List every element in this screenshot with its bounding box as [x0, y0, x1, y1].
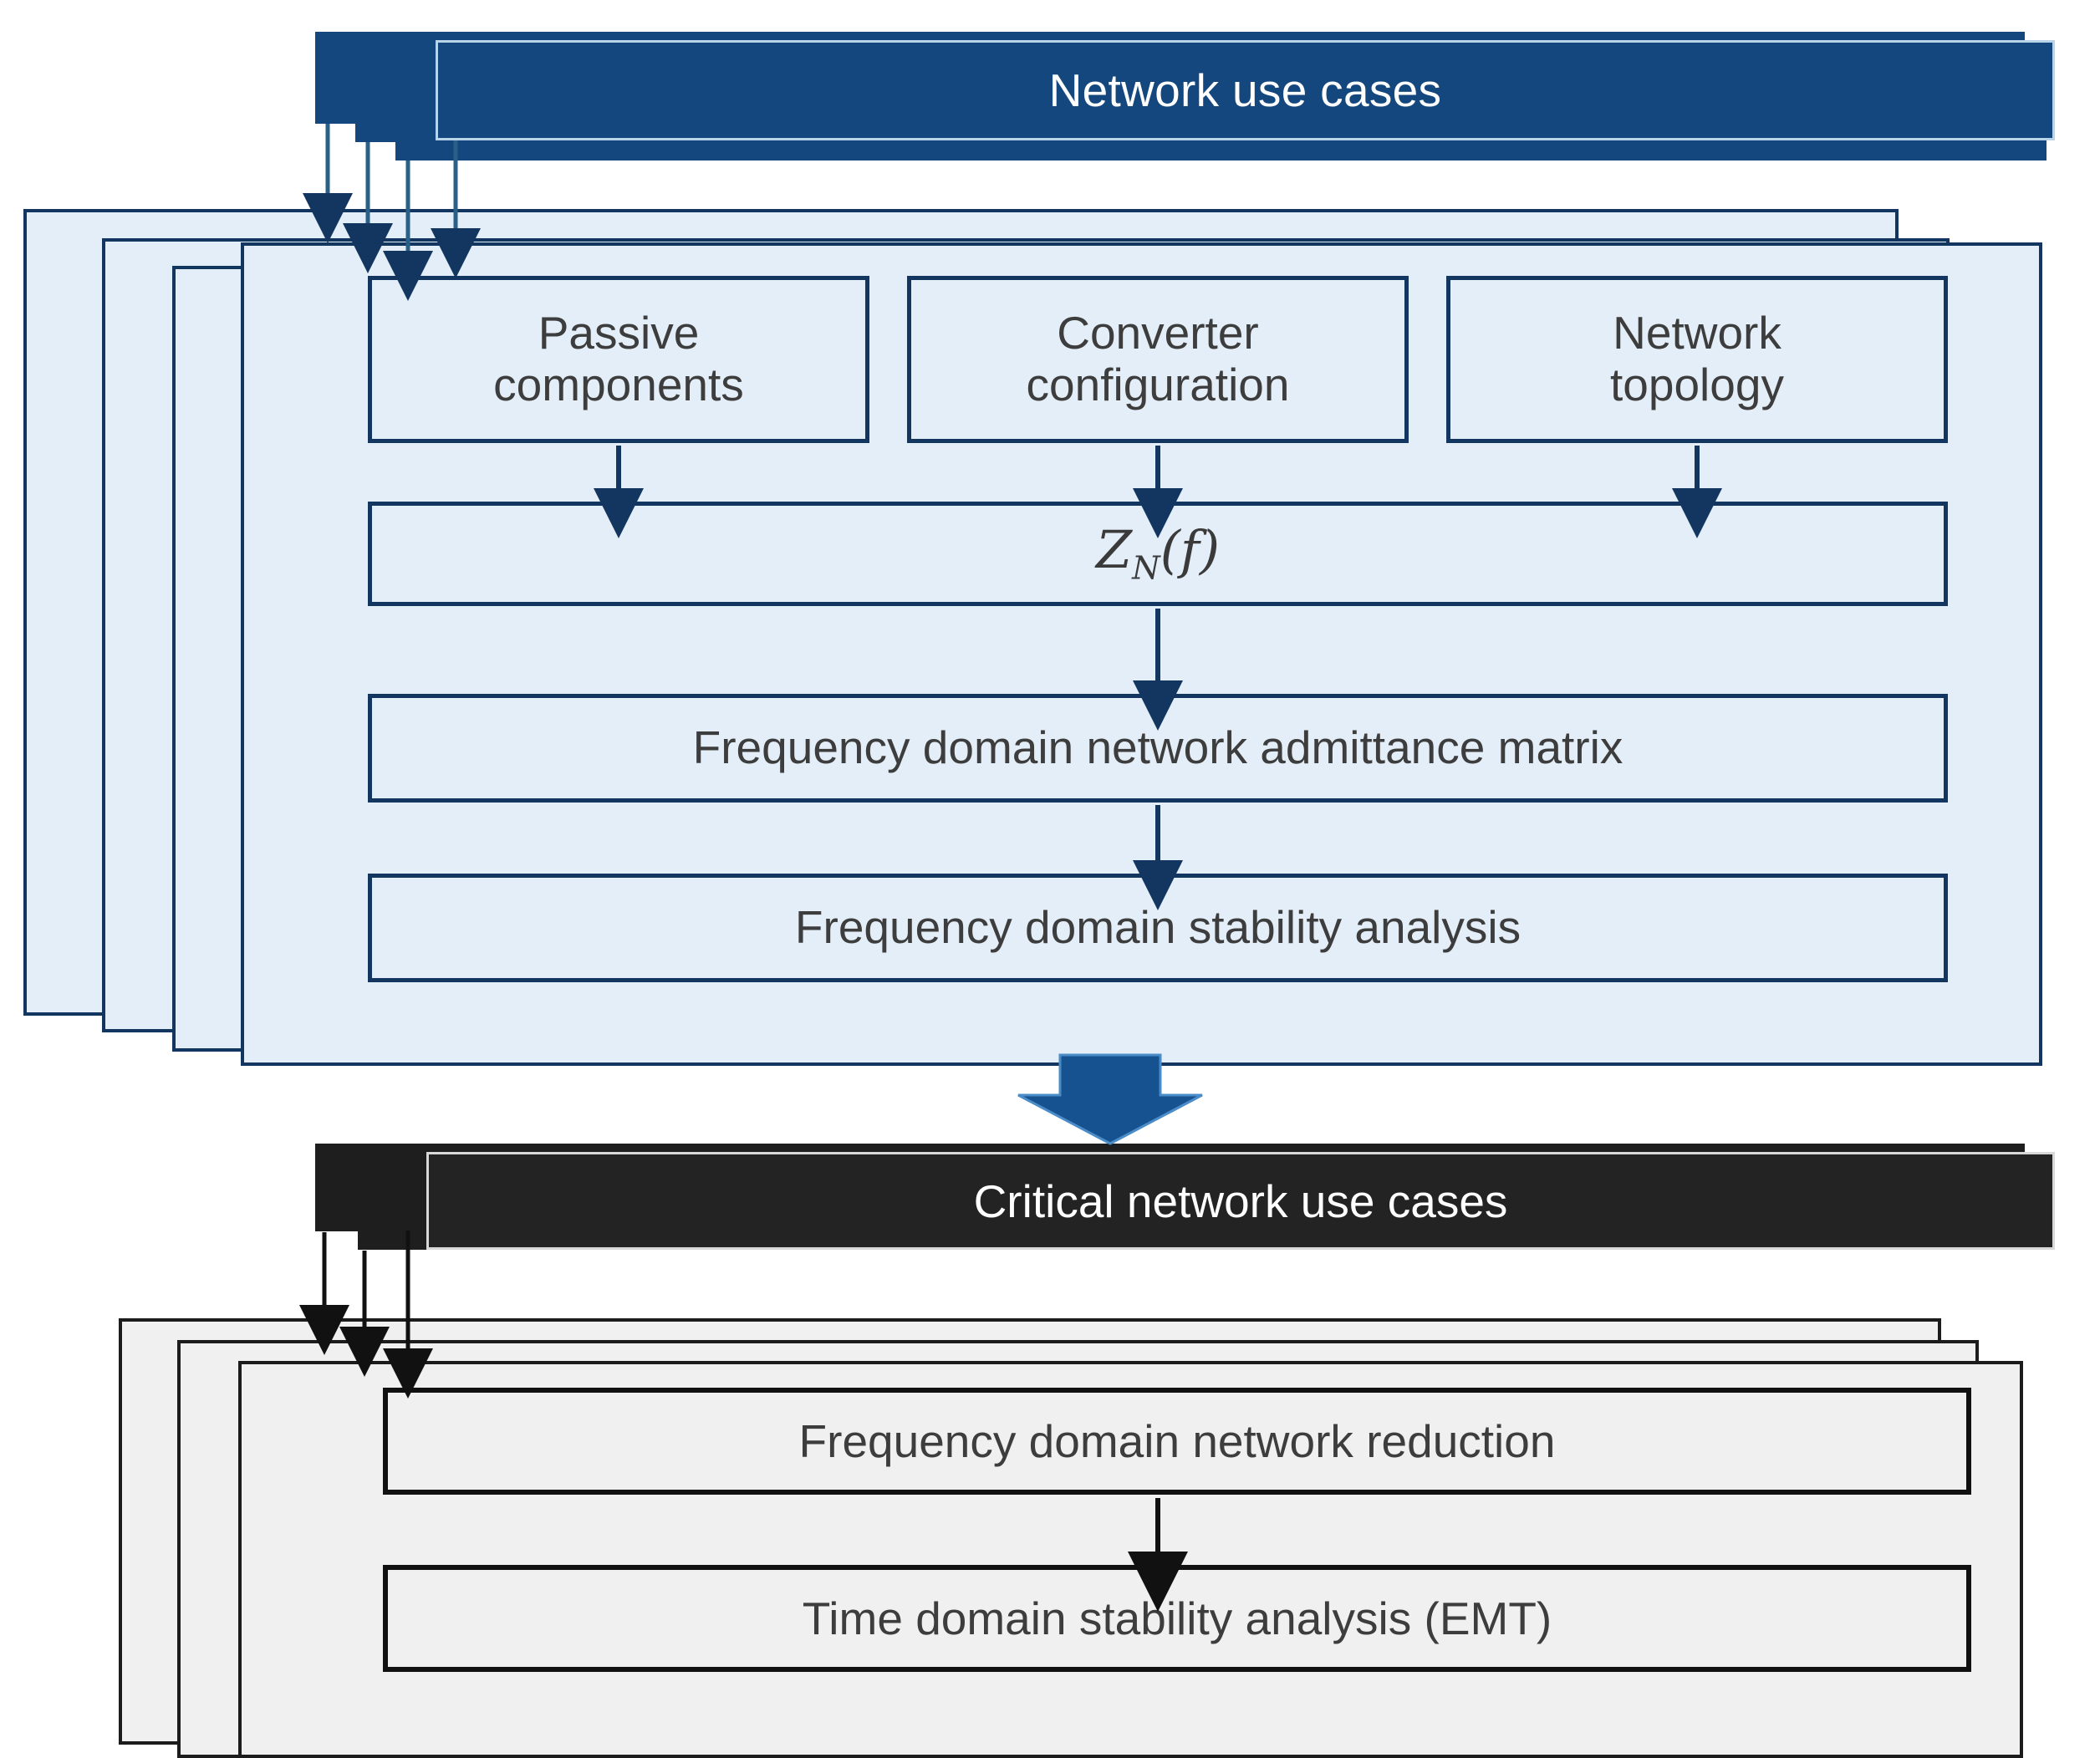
network-use-cases-banner[interactable]: Network use cases [436, 40, 2055, 140]
formula-subscript: N [1132, 549, 1160, 588]
section-transition-arrow [1017, 1053, 1203, 1145]
network-use-cases-label: Network use cases [1048, 64, 1442, 116]
process-box-admittance-matrix-label: Frequency domain network admittance matr… [692, 721, 1623, 774]
process-box-frequency-stability[interactable]: Frequency domain stability analysis [368, 874, 1948, 982]
process-box-time-domain-stability-label: Time domain stability analysis (EMT) [802, 1592, 1552, 1644]
input-box-passive-components-line2: components [493, 359, 744, 410]
formula-base: Z [1095, 519, 1133, 581]
input-box-converter-configuration-line1: Converter [1057, 307, 1259, 359]
process-box-admittance-matrix[interactable]: Frequency domain network admittance matr… [368, 694, 1948, 803]
process-box-network-reduction[interactable]: Frequency domain network reduction [383, 1388, 1971, 1495]
process-box-frequency-stability-label: Frequency domain stability analysis [794, 901, 1521, 954]
input-box-network-topology-line2: topology [1610, 359, 1784, 410]
critical-use-cases-label: Critical network use cases [973, 1175, 1508, 1227]
input-box-converter-configuration[interactable]: Converter configuration [907, 276, 1409, 443]
critical-use-cases-banner[interactable]: Critical network use cases [426, 1152, 2055, 1250]
input-box-converter-configuration-line2: configuration [1026, 359, 1290, 410]
process-box-time-domain-stability[interactable]: Time domain stability analysis (EMT) [383, 1565, 1971, 1672]
formula-argument: (f) [1160, 519, 1221, 581]
input-box-passive-components[interactable]: Passive components [368, 276, 869, 443]
input-box-network-topology-line1: Network [1613, 307, 1781, 359]
network-impedance-formula: ZN(f) [1095, 519, 1221, 588]
process-box-network-reduction-label: Frequency domain network reduction [798, 1415, 1556, 1467]
process-box-network-impedance[interactable]: ZN(f) [368, 502, 1948, 606]
input-box-network-topology[interactable]: Network topology [1446, 276, 1948, 443]
input-box-passive-components-line1: Passive [538, 307, 700, 359]
